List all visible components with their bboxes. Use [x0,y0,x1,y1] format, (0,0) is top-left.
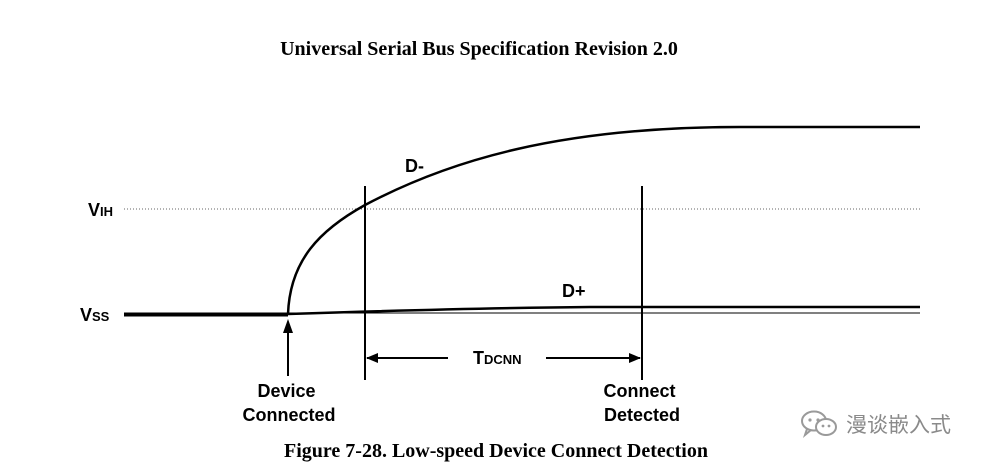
watermark: 漫谈嵌入式 [800,406,951,442]
tdcnn-arrowhead-right [629,353,641,363]
tdcnn-label: TDCNN [473,348,522,368]
connect-detected-label: Connect Detected [603,381,680,425]
d-plus-label: D+ [562,281,586,301]
wechat-icon [800,409,838,439]
d-minus-curve [286,125,920,315]
watermark-text: 漫谈嵌入式 [846,413,951,437]
d-plus-curve [287,305,920,316]
d-minus-label: D- [405,156,424,176]
tdcnn-arrowhead-left [366,353,378,363]
vss-label: VSS [80,305,110,325]
device-connected-arrowhead [283,319,293,333]
figure-caption: Figure 7-28. Low-speed Device Connect De… [284,440,708,462]
device-connected-label: Device Connected [242,381,335,425]
page-title: Universal Serial Bus Specification Revis… [280,38,678,60]
vih-label: VIH [88,200,113,220]
